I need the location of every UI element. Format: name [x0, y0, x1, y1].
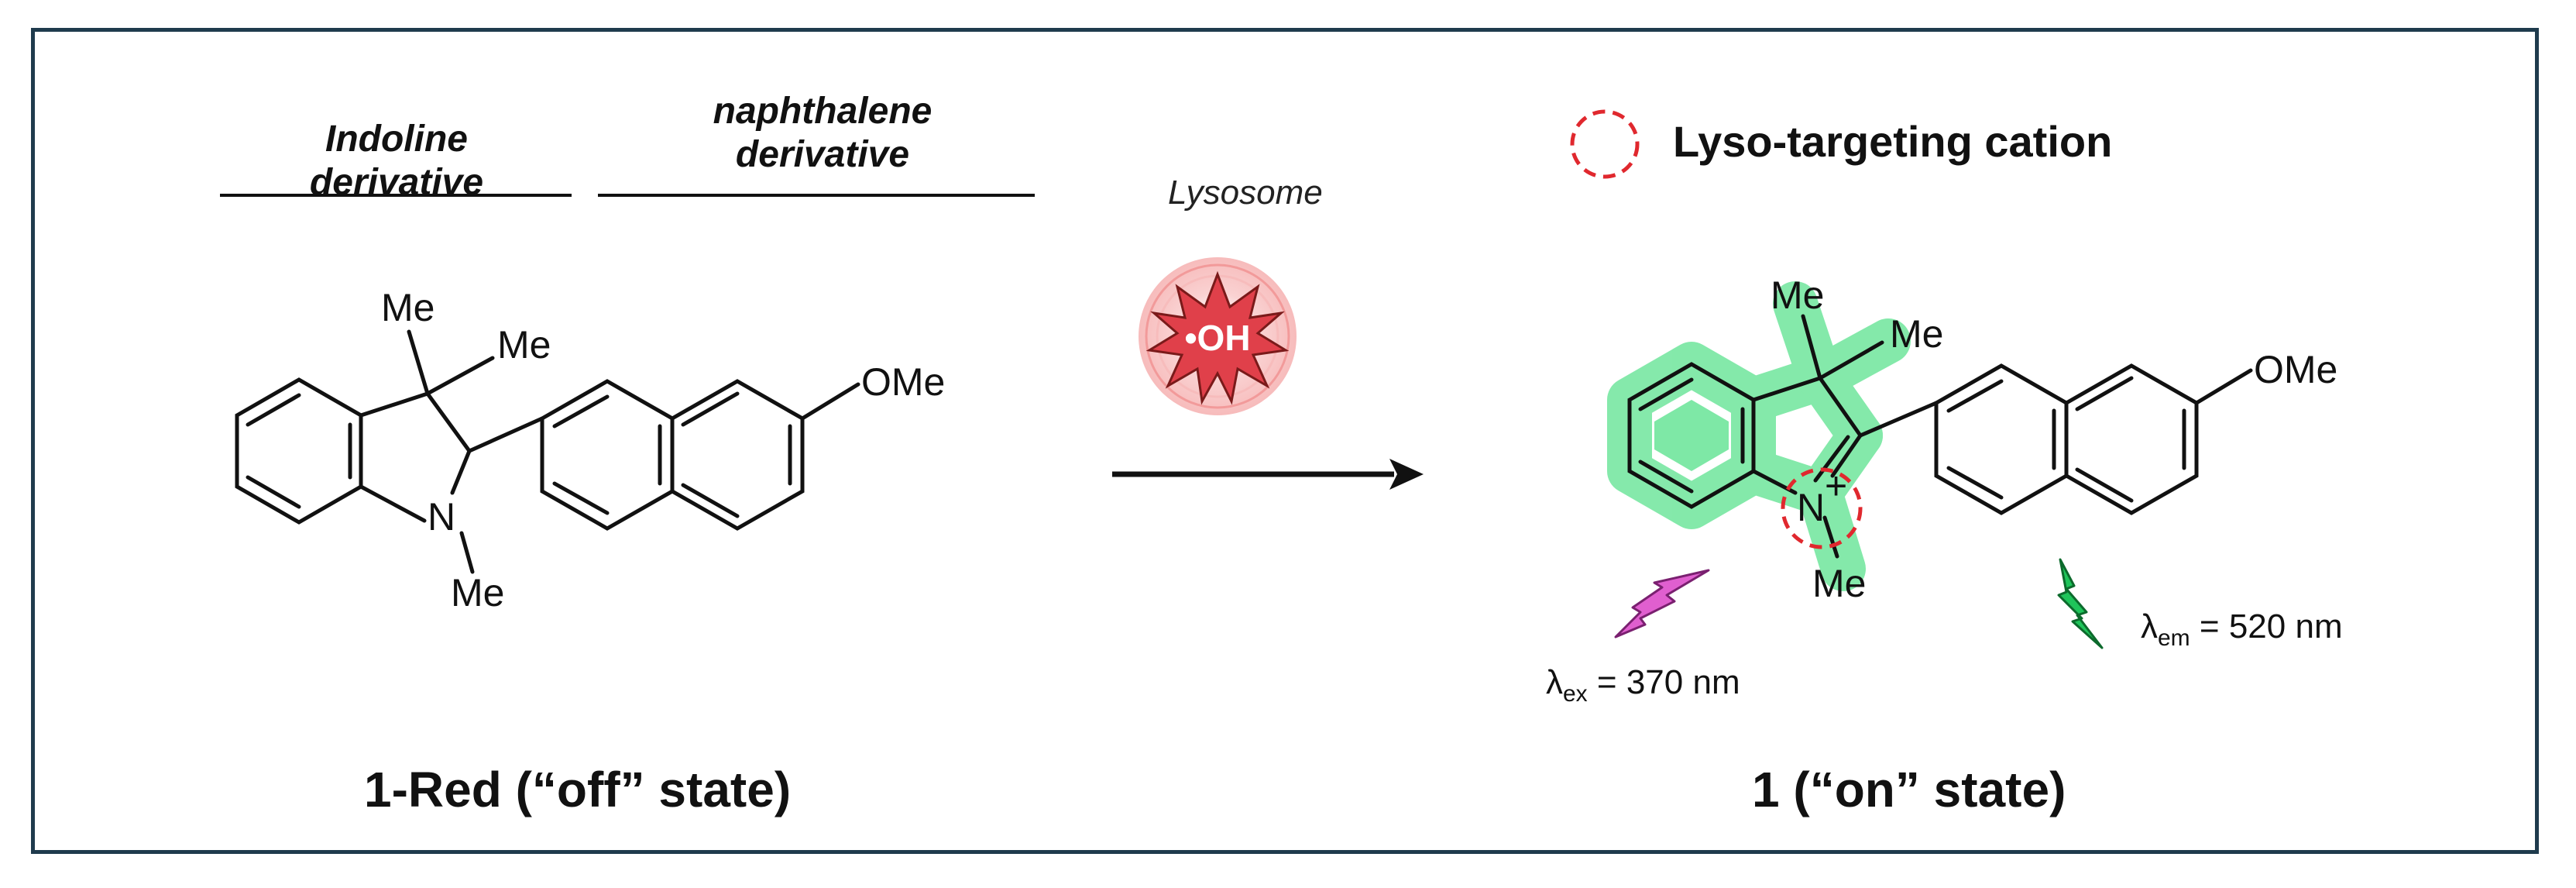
cation-circle	[1781, 467, 1863, 549]
right-ome: OMe	[2254, 348, 2337, 391]
right-n-me: Me	[1812, 562, 1866, 605]
arrow-label: Lysosome	[1168, 174, 1323, 212]
naphthalene-header-line2: derivative	[735, 134, 910, 175]
left-me-top: Me	[381, 286, 434, 329]
left-n-me: Me	[451, 571, 504, 614]
left-n-atom: N	[428, 495, 455, 539]
hydroxyl-radical-burst	[1139, 257, 1297, 415]
left-molecule	[235, 329, 860, 574]
on-state-label: 1 (“on” state)	[1752, 762, 2066, 817]
right-me-right: Me	[1890, 312, 1943, 356]
left-ome: OMe	[861, 360, 945, 404]
right-molecule	[1627, 314, 2253, 559]
excitation-wavelength: λex = 370 nm	[1546, 663, 1740, 707]
indoline-header-line2: derivative	[309, 162, 484, 203]
naphthalene-header-line1: naphthalene	[713, 91, 933, 132]
indoline-header: Indoline derivative	[296, 118, 497, 205]
left-me-right: Me	[497, 323, 551, 367]
legend-circle-icon	[1570, 109, 1640, 179]
right-me-top: Me	[1771, 274, 1824, 317]
emission-wavelength: λem = 520 nm	[2141, 607, 2343, 651]
figure-frame	[31, 28, 2539, 854]
indoline-header-line1: Indoline	[325, 119, 468, 160]
emission-bolt-icon	[2057, 558, 2104, 649]
reaction-arrow	[1112, 459, 1424, 490]
right-n-atom: N	[1797, 486, 1825, 529]
excitation-bolt-icon	[1614, 569, 1710, 638]
off-state-label: 1-Red (“off” state)	[364, 762, 792, 817]
naphthalene-header: naphthalene derivative	[706, 90, 939, 177]
legend-label: Lyso-targeting cation	[1673, 117, 2113, 166]
hydroxyl-radical-label: •OH	[1184, 318, 1250, 358]
highlight-fill	[1654, 400, 1729, 471]
